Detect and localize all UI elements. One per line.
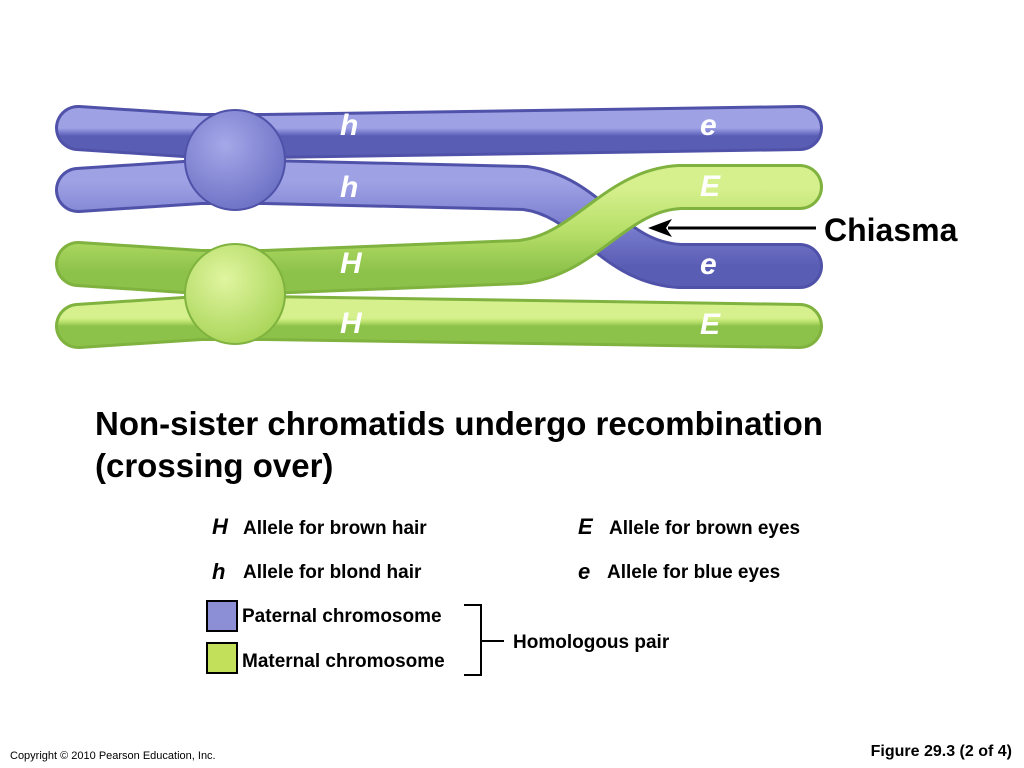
allele-label: h [340,109,358,142]
allele-label: e [700,248,717,281]
brown-hair-text: Allele for brown hair [243,518,427,539]
brown-eyes-text: Allele for brown eyes [609,518,801,539]
maternal-swatch [206,642,238,674]
maternal-chromatid-1 [55,164,823,295]
brown-eyes-symbol: E [578,514,593,539]
homologous-pair-text: Homologous pair [513,632,670,653]
heading-line-1: Non-sister chromatids undergo recombinat… [95,405,823,442]
homologous-bracket-tick [482,640,504,642]
paternal-chromosome-text: Paternal chromosome [242,606,442,627]
chiasma-arrow [648,219,816,237]
paternal-swatch [206,600,238,632]
brown-hair-symbol: H [212,514,228,539]
heading-line-2: (crossing over) [95,447,334,484]
blond-hair-symbol: h [212,559,226,584]
maternal-chromosome-text: Maternal chromosome [242,651,445,672]
figure-heading: Non-sister chromatids undergo recombinat… [95,403,975,487]
homologous-bracket [464,604,482,676]
paternal-centromere [184,109,286,211]
maternal-chromatid-2 [55,295,823,349]
figure-number: Figure 29.3 (2 of 4) [870,743,1012,760]
allele-label: E [700,308,721,341]
copyright-notice: Copyright © 2010 Pearson Education, Inc. [10,750,216,762]
paternal-chromatid-1 [55,105,823,159]
allele-label: H [340,307,363,340]
blond-hair-text: Allele for blond hair [243,562,422,583]
allele-label: h [340,171,358,204]
blue-eyes-text: Allele for blue eyes [607,562,781,583]
chromosome-diagram: h e h E H e H E Chiasma [55,105,958,349]
blue-eyes-symbol: e [578,559,591,584]
maternal-centromere [184,243,286,345]
allele-label: H [340,247,363,280]
allele-label: e [700,109,717,142]
allele-label: E [700,170,721,203]
chiasma-label: Chiasma [824,212,958,248]
